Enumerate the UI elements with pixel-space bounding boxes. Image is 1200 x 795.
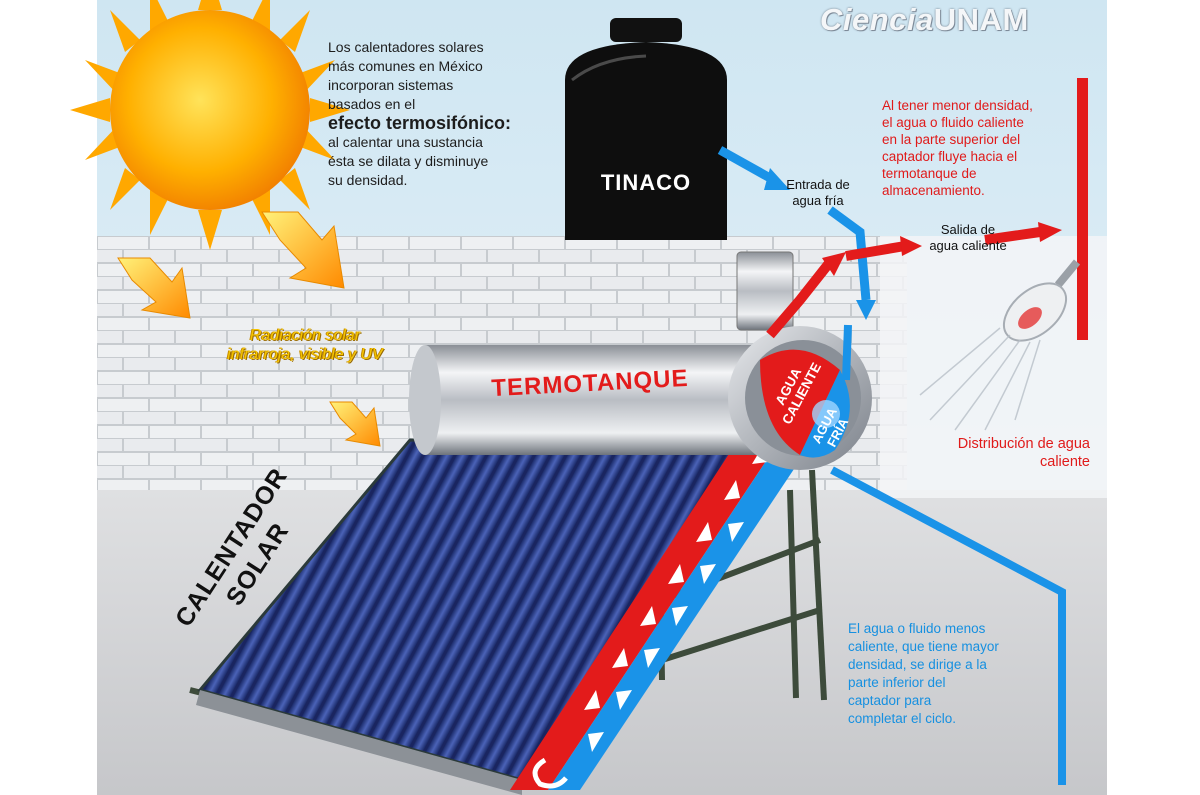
hot-outlet-arrowhead-3 xyxy=(1038,222,1062,242)
hot-outlet-arrowhead-1 xyxy=(822,252,846,276)
circulation-manifold xyxy=(510,440,800,790)
cold-inlet-pipe xyxy=(717,146,871,301)
sun xyxy=(70,0,350,250)
cold-inlet-arrowhead-1 xyxy=(764,168,790,190)
valve-box xyxy=(736,251,794,331)
wall-haze xyxy=(880,236,1107,498)
cold-inlet-arrowhead-2 xyxy=(856,300,876,320)
distribution-label: Distribución de agua caliente xyxy=(957,436,1090,470)
hot-outlet-pipe xyxy=(766,227,1041,339)
tinaco-label: TINACO xyxy=(600,170,692,195)
intro-text: Los calentadores solares más comunes en … xyxy=(328,39,512,188)
brand-logo: CienciaUNAM xyxy=(820,2,1029,37)
termotanque-tank xyxy=(409,326,872,470)
radiation-label: Radiación solar infrarroja, visible y UV xyxy=(227,327,383,363)
distribution-pipe xyxy=(1077,78,1088,340)
cold-inlet-label: Entrada de agua fría xyxy=(786,177,850,208)
cold-return-pipe xyxy=(830,324,1066,785)
hot-outlet-label: Salida de agua caliente xyxy=(929,222,1007,253)
hot-outlet-arrowhead-2 xyxy=(900,236,922,256)
tinaco-tank xyxy=(565,18,727,240)
hot-flow-explanation: Al tener menor densidad, el agua o fluid… xyxy=(882,98,1033,198)
cold-flow-explanation: El agua o fluido menos caliente, que tie… xyxy=(848,621,999,726)
shower-head xyxy=(919,259,1081,431)
